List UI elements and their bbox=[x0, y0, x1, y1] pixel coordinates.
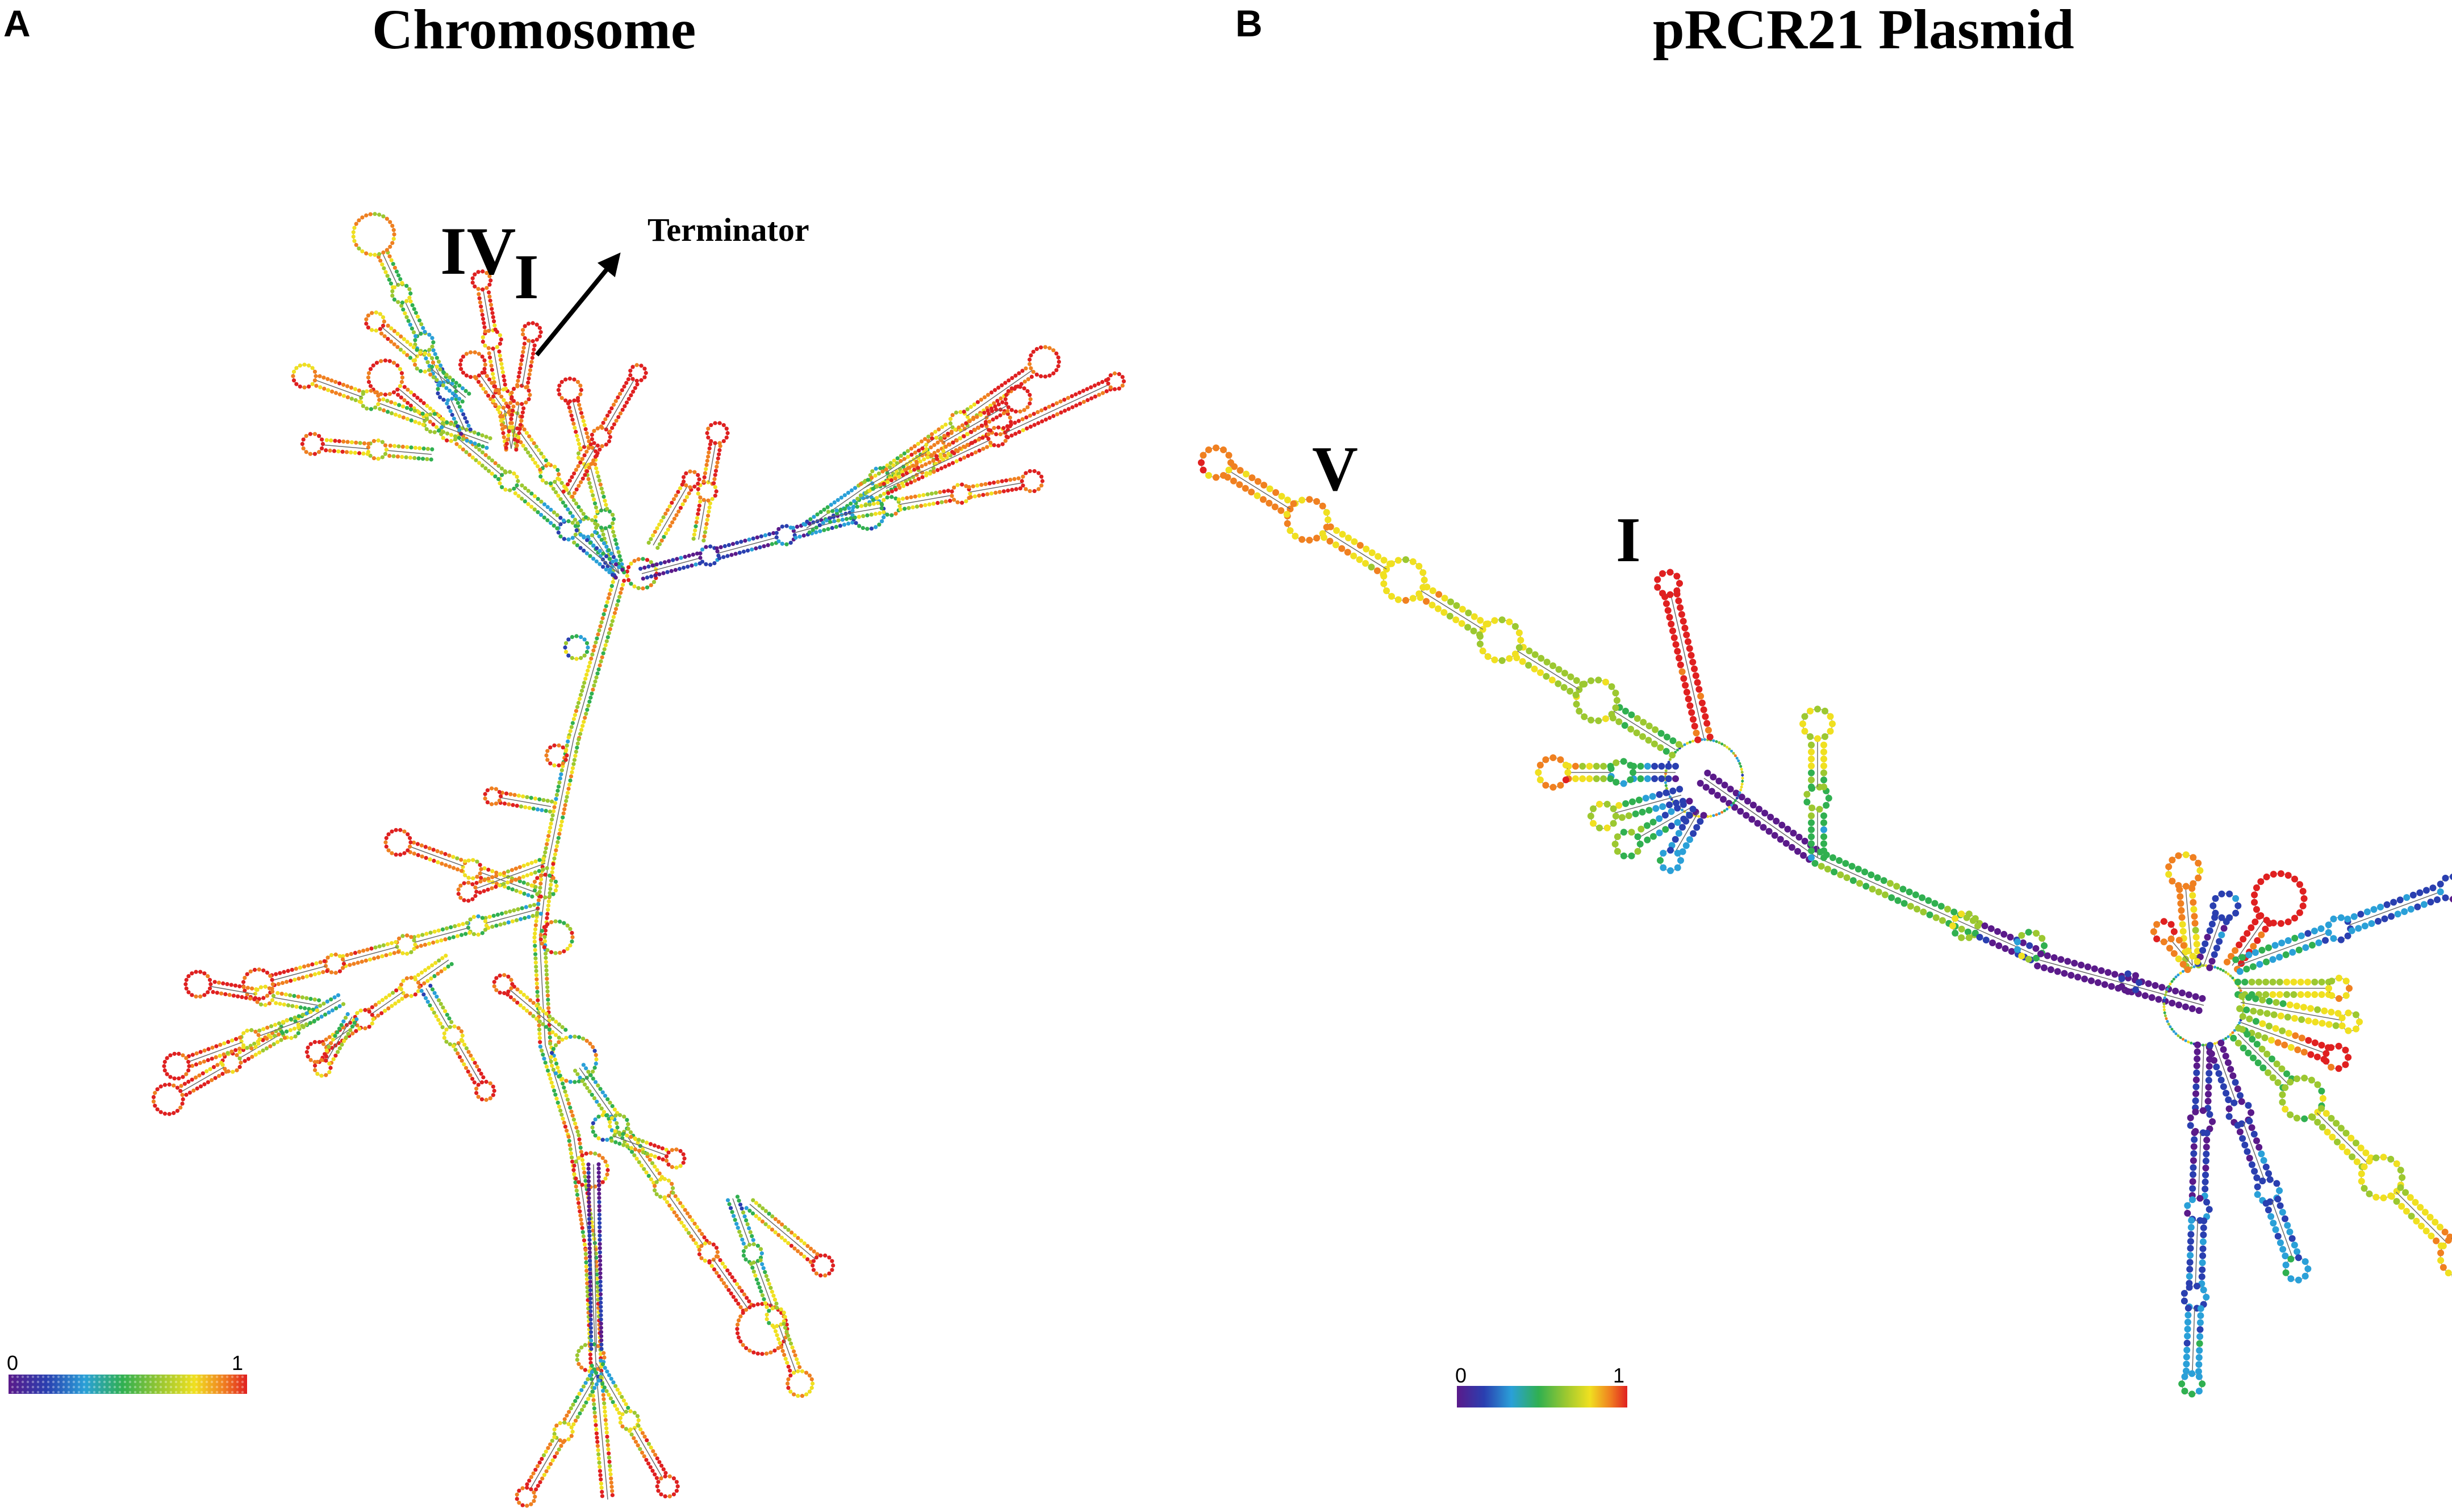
panel-letter-b: B bbox=[1235, 2, 1263, 44]
panel-letter-a: A bbox=[3, 2, 31, 44]
scale-a-min-label: 0 bbox=[7, 1351, 19, 1375]
plasmid-rna-structure bbox=[1197, 444, 2452, 1398]
scale-bar-a-dots bbox=[11, 1375, 244, 1394]
label-terminator: Terminator bbox=[648, 211, 809, 248]
scale-a-max-label: 1 bbox=[232, 1351, 244, 1375]
scale-b-max-label: 1 bbox=[1613, 1364, 1625, 1387]
label-iv: IV bbox=[440, 213, 516, 289]
label-v: V bbox=[1312, 434, 1358, 504]
chromosome-rna-structure bbox=[151, 212, 1126, 1508]
scale-bar-a bbox=[9, 1375, 247, 1394]
panel-title-a: Chromosome bbox=[372, 0, 696, 61]
panel-title-b: pRCR21 Plasmid bbox=[1653, 0, 2074, 61]
scale-b-min-label: 0 bbox=[1455, 1364, 1467, 1387]
terminator-arrow bbox=[534, 252, 621, 357]
label-i-chromosome: I bbox=[514, 242, 539, 312]
scale-bar-b bbox=[1457, 1386, 1627, 1407]
label-i-plasmid: I bbox=[1616, 505, 1641, 575]
